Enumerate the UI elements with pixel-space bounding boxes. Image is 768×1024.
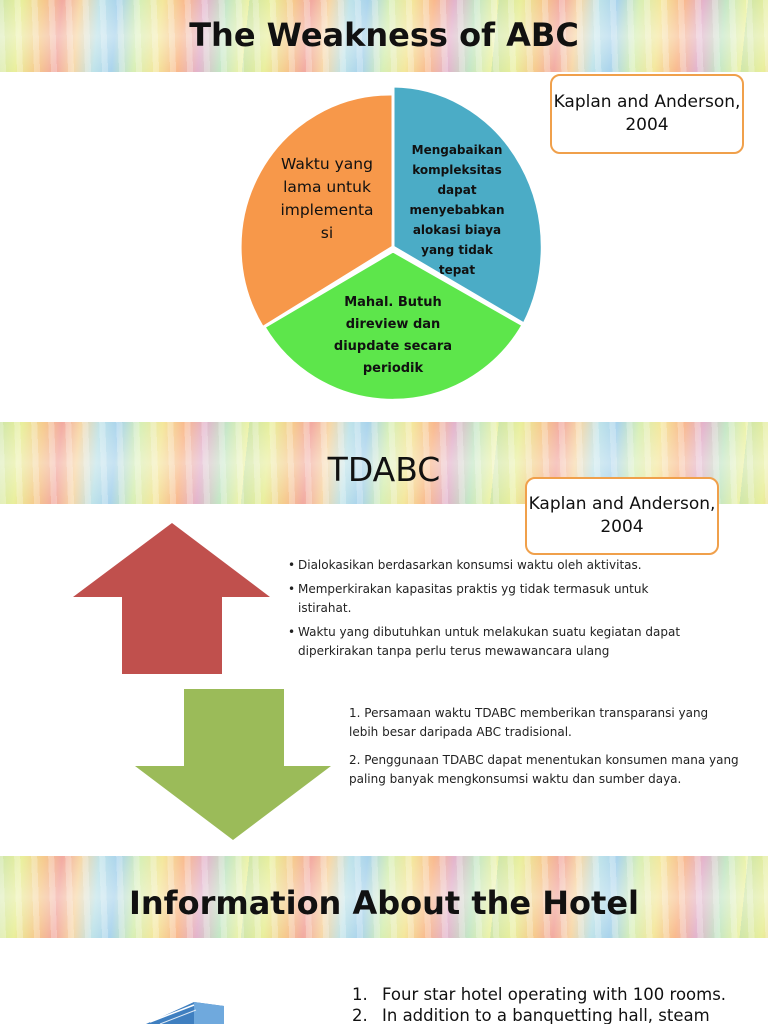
bullet-item: Memperkirakan kapasitas praktis yg tidak… [288, 580, 683, 618]
slide-tdabc: TDABC Kaplan and Anderson, 2004 Dialokas… [0, 422, 768, 852]
arrows-graphic [73, 523, 331, 840]
hotel-info-list: 1. Four star hotel operating with 100 ro… [352, 984, 762, 1024]
pie-chart [238, 84, 544, 402]
pie-slice-expensive-review [261, 249, 526, 402]
slide-title: The Weakness of ABC [189, 16, 579, 54]
hotel-info-item: 2. In addition to a banquetting hall, st… [352, 1005, 762, 1024]
slide-weakness-abc: The Weakness of ABC Kaplan and Anderson,… [0, 0, 768, 418]
pie-slice-ignore-complexity [391, 84, 544, 327]
item-number: 2. [352, 1006, 368, 1024]
hotel-info-item: 1. Four star hotel operating with 100 ro… [352, 984, 762, 1005]
bullet-item: Waktu yang dibutuhkan untuk melakukan su… [288, 623, 683, 661]
down-arrow-icon [135, 689, 331, 840]
hotel-building-image [146, 1002, 224, 1024]
pie-label-expensive-review: Mahal. Butuh direview dan diupdate secar… [333, 295, 453, 376]
bullet-item: Dialokasikan berdasarkan konsumsi waktu … [288, 556, 683, 575]
decorative-header-band [0, 856, 768, 938]
slide-title: Information About the Hotel [128, 884, 639, 922]
numbered-item: 1. Persamaan waktu TDABC memberikan tran… [349, 706, 709, 739]
item-text: In addition to a banquetting hall, steam [382, 1006, 710, 1024]
reference-box: Kaplan and Anderson, 2004 [525, 477, 719, 555]
slide-title: TDABC [327, 450, 441, 489]
tdabc-bullet-list: Dialokasikan berdasarkan konsumsi waktu … [288, 556, 683, 666]
tdabc-numbered-list: 1. Persamaan waktu TDABC memberikan tran… [349, 704, 741, 798]
pie-label-implementation-time: Waktu yang lama untuk implementa si [280, 155, 374, 242]
reference-box: Kaplan and Anderson, 2004 [550, 74, 744, 154]
item-text: Four star hotel operating with 100 rooms… [382, 985, 727, 1004]
pie-slice-implementation-time [238, 92, 395, 330]
numbered-item: 2. Penggunaan TDABC dapat menentukan kon… [349, 753, 739, 786]
pie-label-ignore-complexity: Mengabaikan kompleksitas dapat menyebabk… [409, 143, 505, 277]
up-arrow-icon [73, 523, 270, 674]
item-number: 1. [352, 985, 368, 1004]
slide-hotel-info: Information About the Hotel 1. Four star… [0, 856, 768, 1024]
decorative-header-band [0, 0, 768, 72]
